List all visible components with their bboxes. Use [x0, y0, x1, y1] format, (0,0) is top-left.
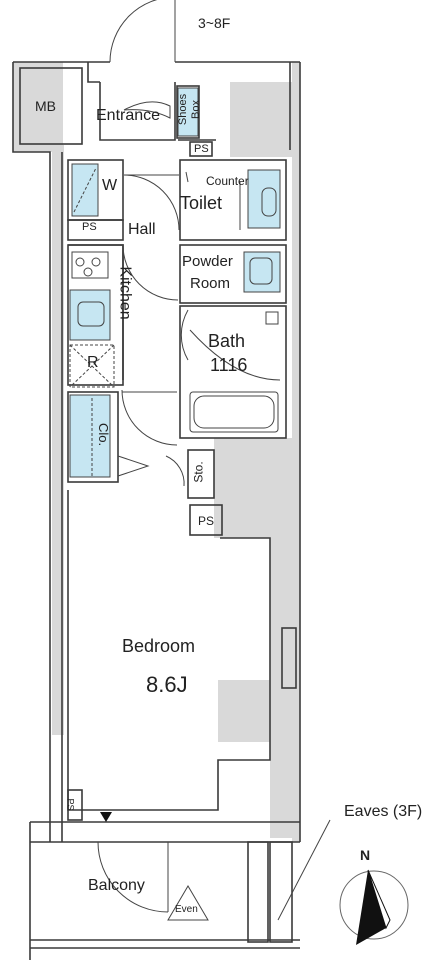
floor-range-label: 3~8F — [198, 15, 231, 31]
kitchen-label: Kitchen — [116, 266, 134, 320]
bedroom-label: Bedroom — [122, 636, 196, 656]
w-label: W — [102, 177, 118, 194]
balcony-marker-icon — [100, 812, 112, 822]
bath-size-label: 1116 — [210, 355, 248, 375]
fixture-details — [69, 167, 281, 476]
ps-label-storage: PS — [198, 514, 215, 528]
walls — [12, 61, 301, 960]
powder-room-label-line2: Room — [190, 275, 231, 292]
mb-label: MB — [35, 98, 56, 114]
entrance-label: Entrance — [96, 107, 161, 124]
bath-label: Bath — [208, 331, 246, 351]
closet-label: Clo. — [96, 422, 112, 447]
counter-label: Counter — [206, 174, 249, 188]
hall-label: Hall — [128, 221, 156, 238]
eaves-label: Eaves (3F) — [344, 803, 423, 820]
even-label: Even — [175, 904, 198, 915]
shoes-box-label-line1: Shoes — [177, 93, 190, 126]
shoes-box-label-line2: Box — [189, 100, 202, 119]
fixtures — [69, 87, 281, 478]
storage-label: Sto. — [191, 461, 206, 483]
bedroom-size-label: 8.6J — [146, 672, 188, 697]
doors — [97, 0, 209, 921]
north-label: N — [360, 847, 371, 863]
ps-label-w: PS — [82, 221, 97, 233]
ps-label-bedroom: PS — [65, 798, 76, 811]
powder-room-label-line1: Powder — [182, 253, 233, 270]
refrigerator-label: R — [87, 354, 99, 371]
north-arrow-icon — [339, 869, 409, 945]
wall-masses — [13, 62, 300, 842]
balcony-label: Balcony — [88, 877, 145, 894]
eaves-leader-line — [277, 819, 331, 921]
ps-label-entrance: PS — [194, 143, 209, 155]
toilet-label: Toilet — [180, 193, 223, 213]
